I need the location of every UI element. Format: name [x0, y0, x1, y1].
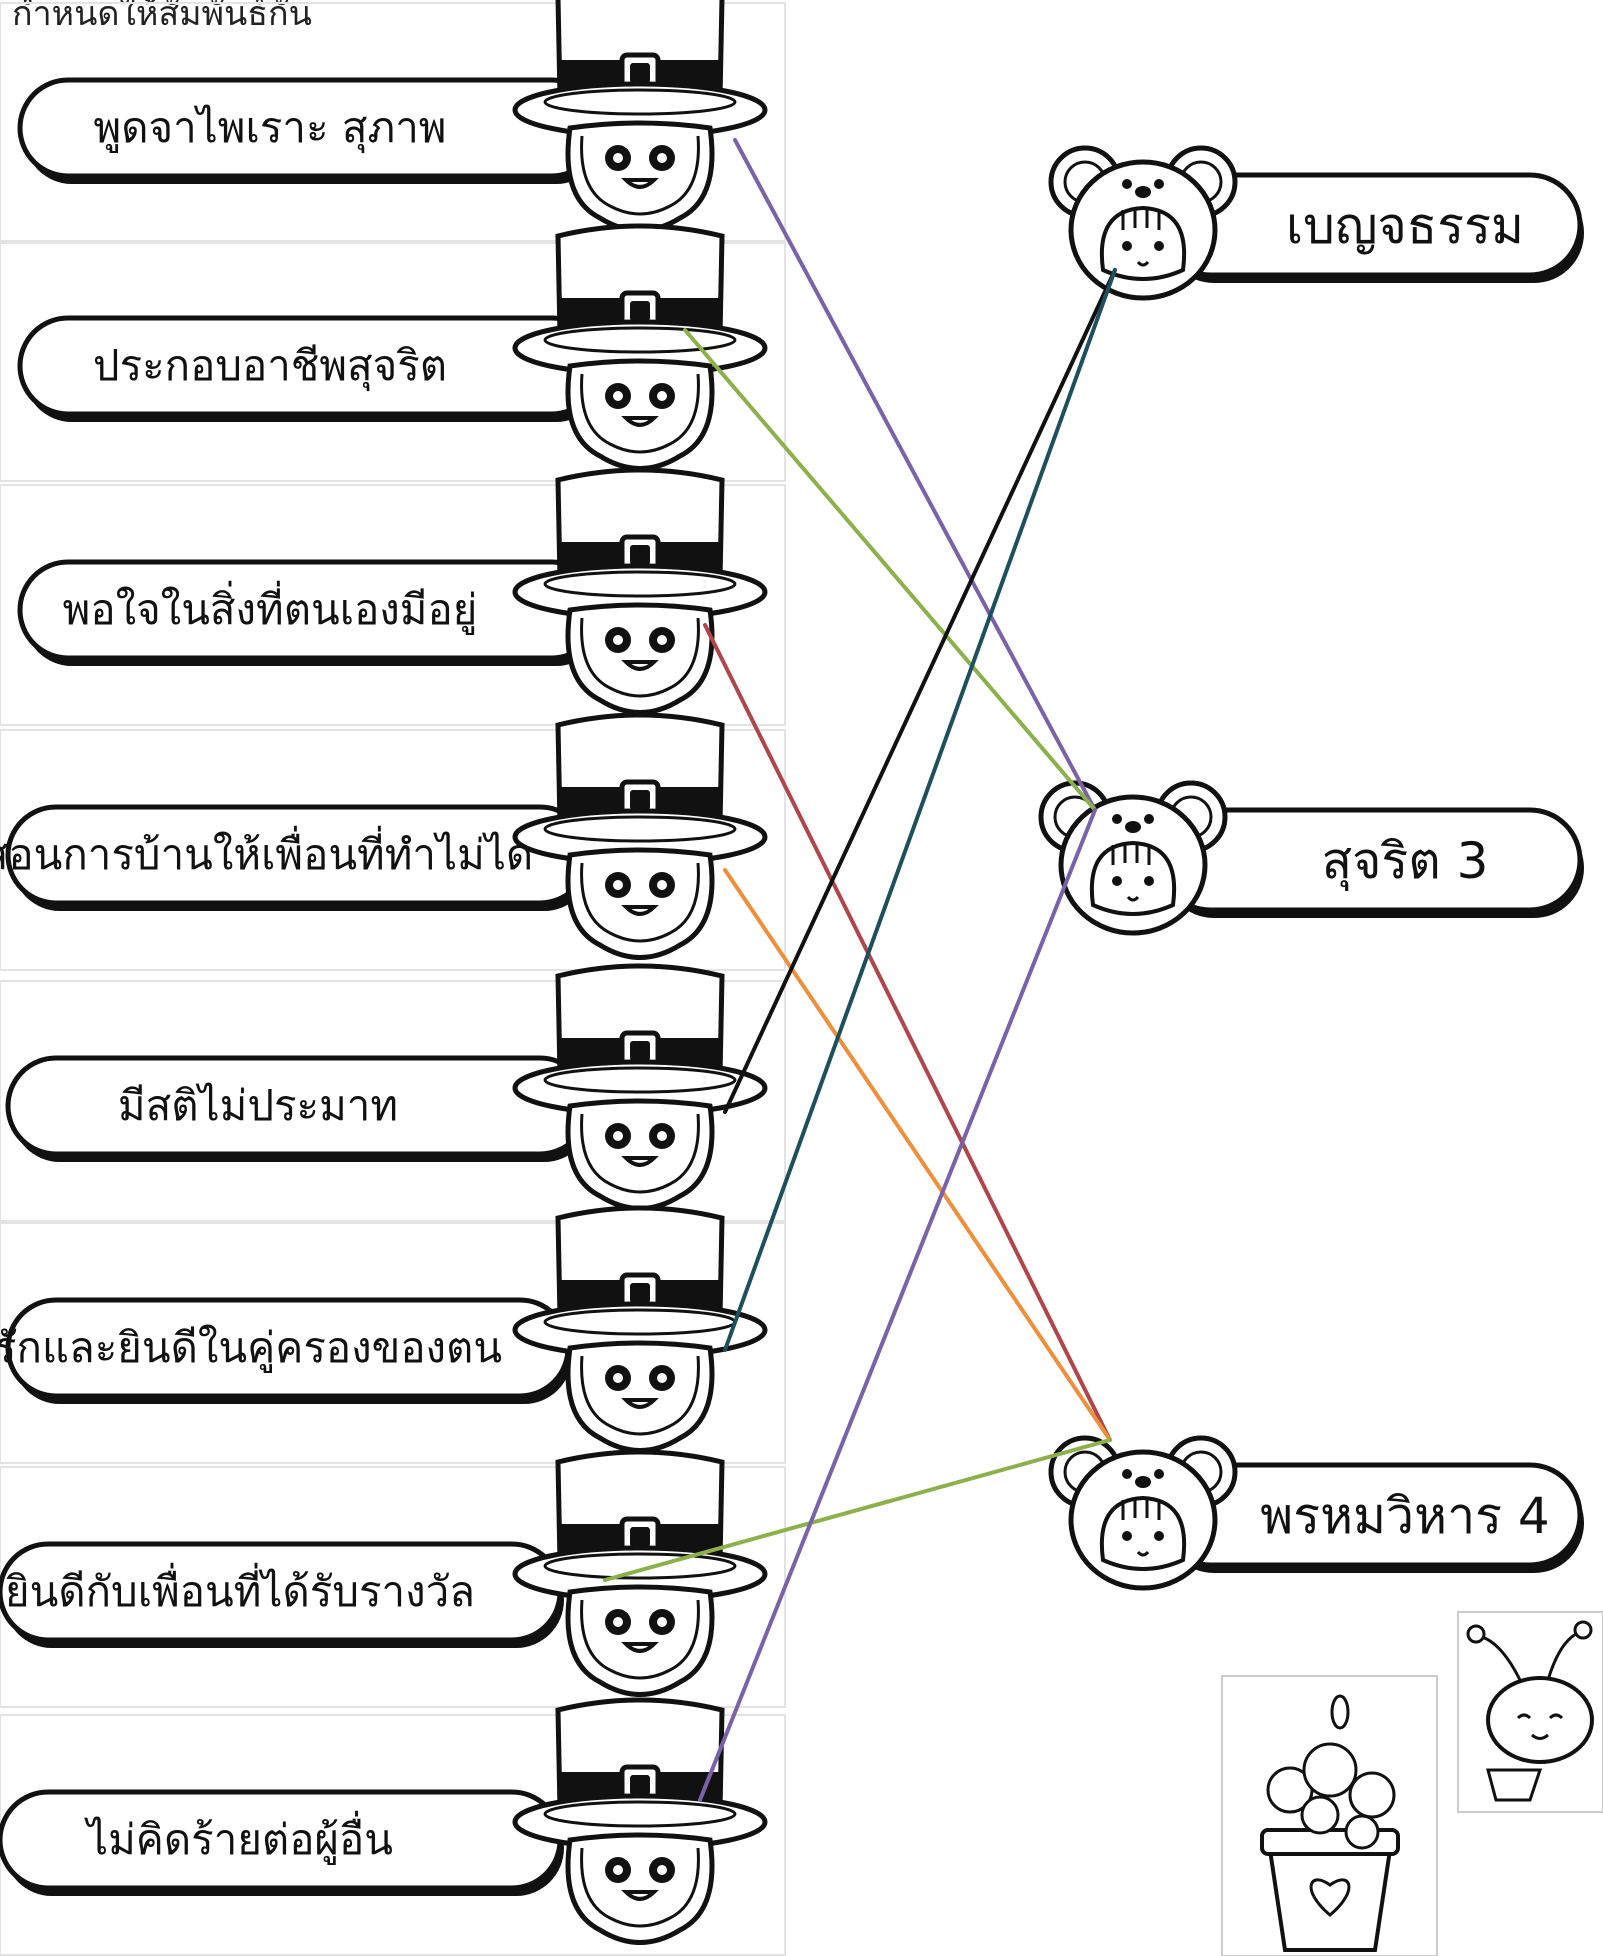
connection-lines	[603, 138, 1117, 1802]
right-category-card[interactable]: พรหมวิหาร 4	[1051, 1438, 1584, 1588]
right-category-card[interactable]: เบญจธรรม	[1051, 148, 1584, 298]
card-panel	[0, 484, 786, 726]
connection-line	[683, 328, 1097, 812]
bee-illustration	[1457, 1611, 1603, 1813]
left-option-label: ไม่คิดร้ายต่อผู้อื่น	[84, 1811, 393, 1865]
leprechaun-hat-icon	[515, 966, 765, 1209]
leprechaun-hat-icon	[515, 1452, 765, 1695]
left-option-label: ยินดีกับเพื่อนที่ได้รับรางวัล	[5, 1563, 475, 1616]
left-option-label: พอใจในสิ่งที่ตนเองมีอยู่	[63, 581, 478, 635]
connection-line	[723, 268, 1117, 1352]
card-panel	[0, 1222, 786, 1464]
left-option-card[interactable]: ยินดีกับเพื่อนที่ได้รับรางวัล	[0, 1452, 765, 1695]
card-panel	[0, 980, 786, 1222]
left-option-card[interactable]: รักและยินดีในคู่ครองของตน	[0, 1208, 765, 1451]
left-option-card[interactable]: พูดจาไพเราะ สุภาพ	[17, 0, 765, 231]
leprechaun-hat-icon	[515, 226, 765, 469]
connection-line	[723, 868, 1112, 1442]
right-category-card[interactable]: สุจริต 3	[1041, 783, 1584, 933]
card-panel	[0, 240, 786, 482]
right-category-label: เบญจธรรม	[1286, 197, 1524, 255]
card-panel	[0, 1714, 786, 1956]
leprechaun-hat-icon	[515, 1208, 765, 1451]
flower-pot-illustration	[1221, 1675, 1438, 1956]
left-option-card[interactable]: ไม่คิดร้ายต่อผู้อื่น	[0, 1700, 765, 1943]
left-option-label: ประกอบอาชีพสุจริต	[93, 341, 447, 392]
connection-line	[733, 138, 1097, 812]
connection-line	[723, 268, 1117, 1114]
instruction-text: กำหนดให้สัมพันธ์กัน	[12, 0, 312, 34]
leprechaun-hat-icon	[515, 715, 765, 958]
left-option-card[interactable]: มีสติไม่ประมาท	[5, 966, 765, 1209]
left-option-label: สอนการบ้านให้เพื่อนที่ทำไม่ได้	[0, 826, 533, 879]
connection-line	[698, 808, 1097, 1802]
left-option-label: มีสติไม่ประมาท	[118, 1081, 398, 1130]
connection-line	[603, 1438, 1112, 1582]
left-option-card[interactable]: สอนการบ้านให้เพื่อนที่ทำไม่ได้	[0, 715, 765, 958]
left-option-card[interactable]: ประกอบอาชีพสุจริต	[17, 226, 765, 469]
card-panel	[0, 729, 786, 971]
left-panels	[0, 2, 786, 1956]
left-option-label: พูดจาไพเราะ สุภาพ	[94, 103, 447, 154]
card-panel	[0, 2, 786, 244]
connection-line	[703, 623, 1112, 1442]
leprechaun-hat-icon	[515, 470, 765, 713]
left-options: พูดจาไพเราะ สุภาพประกอบอาชีพสุจริตพอใจใน…	[0, 0, 765, 1943]
right-category-label: สุจริต 3	[1322, 832, 1489, 891]
left-option-card[interactable]: พอใจในสิ่งที่ตนเองมีอยู่	[17, 470, 765, 713]
right-category-label: พรหมวิหาร 4	[1260, 1487, 1549, 1545]
left-option-label: รักและยินดีในคู่ครองของตน	[0, 1323, 502, 1373]
leprechaun-hat-icon	[515, 0, 765, 231]
